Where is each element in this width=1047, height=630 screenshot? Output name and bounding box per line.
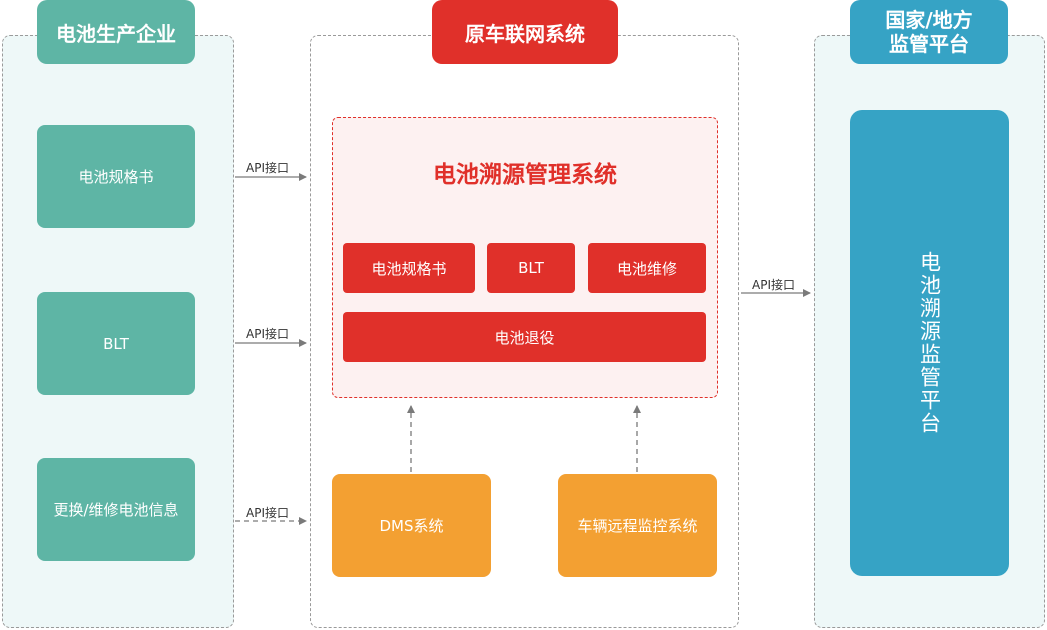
module-battery-repair: 电池维修	[588, 243, 706, 293]
api-label: API接口	[246, 161, 289, 175]
blt-box: BLT	[37, 292, 195, 395]
module-battery-spec: 电池规格书	[343, 243, 475, 293]
api-label: API接口	[246, 506, 289, 520]
battery-spec-box: 电池规格书	[37, 125, 195, 228]
battery-repair-info-box: 更换/维修电池信息	[37, 458, 195, 561]
regulator-title: 国家/地方 监管平台	[850, 0, 1008, 64]
api-label: API接口	[752, 278, 795, 292]
regulator-title-text: 国家/地方 监管平台	[885, 8, 973, 56]
remote-monitoring-box: 车辆远程监控系统	[558, 474, 717, 577]
trace-system-title: 电池溯源管理系统	[433, 162, 617, 188]
api-label: API接口	[246, 327, 289, 341]
platform-label: 电池溯源监管平台	[917, 251, 942, 435]
producer-title: 电池生产企业	[37, 0, 195, 64]
module-battery-retirement: 电池退役	[343, 312, 706, 362]
trace-supervision-platform: 电池溯源监管平台	[850, 110, 1009, 576]
dms-system-box: DMS系统	[332, 474, 491, 577]
vehicle-network-title: 原车联网系统	[432, 0, 618, 64]
module-blt: BLT	[487, 243, 575, 293]
